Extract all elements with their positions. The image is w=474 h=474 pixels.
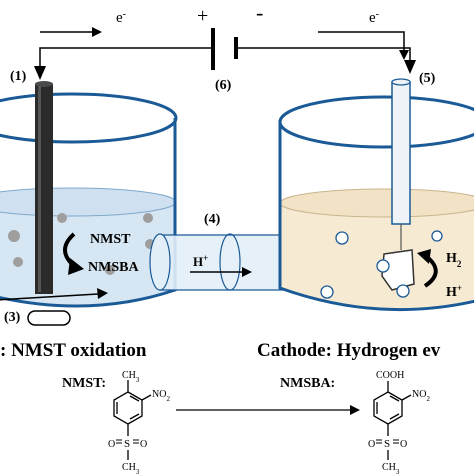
- nmst-sulfonyl-s: S: [124, 438, 130, 450]
- cathode-beaker: [278, 95, 474, 312]
- cathode-electrode-top: [391, 78, 411, 86]
- particle: [57, 213, 67, 223]
- anode-electrode: [35, 81, 53, 294]
- nmsba-nitro: NO2: [412, 389, 430, 403]
- particle: [143, 213, 153, 223]
- particle: [8, 230, 20, 242]
- salt-bridge: [149, 233, 301, 291]
- nmst-label: NMST: [90, 232, 131, 247]
- anode-electrode-rod: [35, 84, 53, 294]
- nmsba-sulfonyl-o1: O: [368, 439, 375, 450]
- salt-bridge-body: [160, 235, 290, 290]
- anode-particles: [8, 213, 155, 275]
- nmst-sulfonyl-o2: O: [140, 439, 147, 450]
- bubble: [376, 259, 390, 273]
- nmsba-structure: [373, 381, 412, 460]
- anode-beaker-rim: [0, 92, 178, 144]
- cathode-solution: [280, 200, 474, 309]
- h2-label: H2: [446, 251, 462, 269]
- nmst-structure: [113, 380, 152, 460]
- label-3: (3): [4, 310, 21, 325]
- nmst-to-nmsba-arrow: [63, 232, 84, 275]
- cathode-beaker-rim: [278, 95, 474, 149]
- cathode-caption: Cathode: Hydrogen ev: [257, 340, 441, 361]
- left-wire-arrowhead: [34, 66, 46, 80]
- nmst-structure-label: NMST:: [62, 376, 106, 391]
- nmst-benzene-ring: [113, 391, 143, 425]
- right-wire-arrowhead: [404, 60, 416, 74]
- bubble: [431, 230, 443, 242]
- electron-right-label: e-: [369, 9, 379, 27]
- label-4: (4): [204, 212, 221, 227]
- cathode-hplus-label: H+: [446, 283, 462, 300]
- reaction-arrow: [176, 405, 360, 415]
- stir-bar: [27, 310, 71, 326]
- nmsba-structure-label: NMSBA:: [280, 376, 335, 391]
- cathode-electrode-rod: [391, 81, 411, 225]
- nmst-nitro: NO2: [152, 389, 170, 403]
- cathode-solution-surface: [279, 188, 474, 218]
- battery-negative-plate: [234, 37, 238, 59]
- cathode-electrode: [381, 78, 415, 291]
- nmsba-sulfonyl-o2: O: [400, 439, 407, 450]
- anode-electrode-highlight: [38, 86, 41, 292]
- bubble: [396, 284, 410, 298]
- label-5: (5): [419, 71, 436, 86]
- nmsba-label: NMSBA: [88, 260, 139, 275]
- label-1: (1): [10, 69, 27, 84]
- battery-positive-plate: [211, 28, 215, 70]
- bubble: [335, 231, 349, 245]
- anode-beaker-wall: [0, 118, 177, 308]
- nmst-nitro-bond: [141, 394, 152, 401]
- nmsba-carboxyl: COOH: [376, 370, 404, 381]
- electron-left-label: e-: [116, 9, 126, 27]
- circuit-wires: [39, 47, 411, 70]
- left-wire: [39, 47, 212, 70]
- proton-arrow: [190, 267, 252, 277]
- particle: [105, 265, 115, 275]
- anode-solution-surface: [0, 187, 177, 217]
- particle: [13, 257, 23, 267]
- nmst-sulfonyl-o1: O: [108, 439, 115, 450]
- cathode-beaker-wall: [278, 120, 474, 312]
- nmst-methyl: CH3: [122, 370, 140, 384]
- salt-bridge-membrane: [219, 233, 241, 291]
- power-source: [211, 28, 238, 70]
- electron-flow-left: [40, 27, 102, 37]
- anode-caption: : NMST oxidation: [0, 340, 147, 361]
- nmst-terminal-methyl: CH3: [122, 462, 140, 474]
- anode-electrode-top: [35, 81, 53, 87]
- label-6: (6): [215, 78, 232, 93]
- nmsba-sulfonyl-s: S: [384, 438, 390, 450]
- bubble: [320, 285, 334, 299]
- nmsba-benzene-ring: [373, 391, 403, 425]
- salt-bridge-left-end: [149, 233, 171, 291]
- minus-sign: -: [256, 0, 263, 25]
- bridge-proton-label: H+: [193, 253, 208, 269]
- electron-flow-right: [318, 31, 409, 60]
- stir-arrow: [0, 288, 108, 301]
- cathode-bubbles: [320, 230, 443, 299]
- plus-sign: +: [197, 5, 208, 27]
- right-wire: [238, 47, 411, 64]
- nmsba-terminal-methyl: CH3: [382, 462, 400, 474]
- nmsba-nitro-bond: [401, 394, 412, 401]
- hplus-to-h2-arrow: [417, 249, 438, 288]
